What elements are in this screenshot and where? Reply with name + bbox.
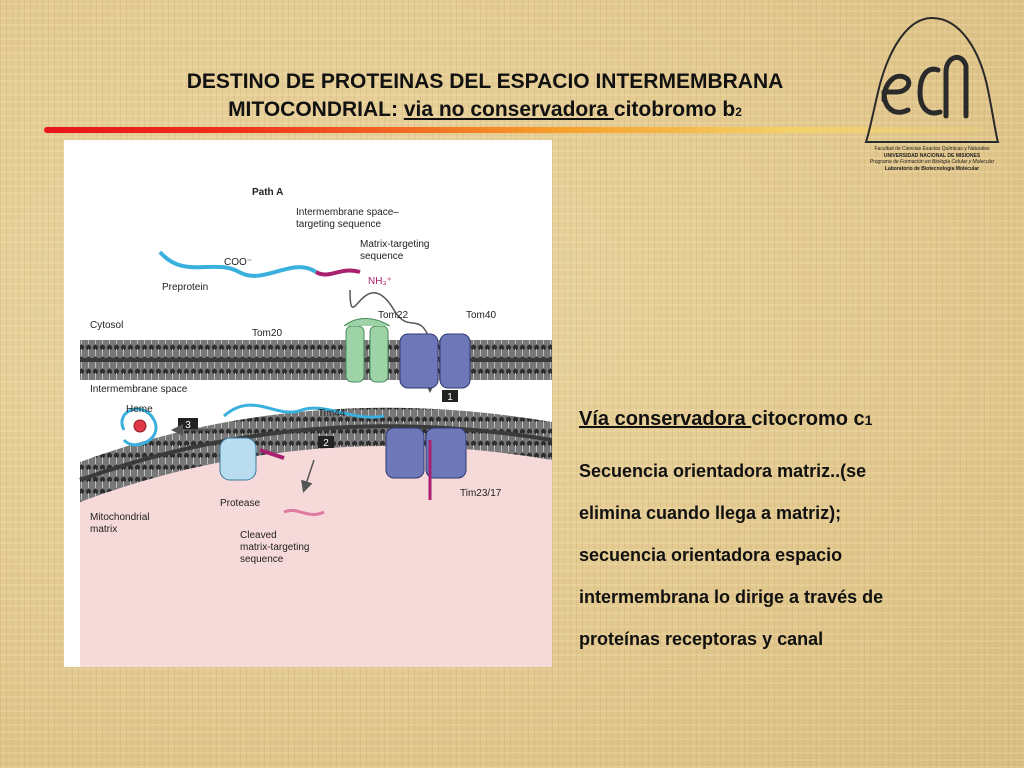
matrix-targeting-label-2: sequence [360,251,404,262]
tim44-label: Tim44 [318,408,346,419]
step-1-badge [442,390,458,402]
step-2-badge [318,436,334,448]
preprotein-matrix-signal [315,268,361,277]
logo-line-university: UNIVERSIDAD NACIONAL DE MISIONES [883,152,981,159]
matrix-label-2: matrix [90,524,117,535]
protein-import-figure: 1 2 3 Path A Intermembrane space– target… [64,140,552,667]
step-1: 1 [447,392,453,403]
logo-line-lab: Laboratorio de Biotecnología Molecular [884,165,980,172]
tom-channel [399,333,471,389]
title-subscript: 2 [735,105,742,119]
title-line-2: MITOCONDRIAL: via no conservadora citobr… [60,96,910,126]
logo-caption: Facultad de Ciencias Exactas Químicas y … [866,146,998,172]
logo-line-faculty: Facultad de Ciencias Exactas Químicas y … [874,146,990,152]
path-a-label: Path A [252,187,283,198]
coo-label: COO⁻ [224,257,252,268]
tom40-label: Tom40 [466,310,496,321]
cleaved-sequence [283,509,325,517]
ecn-logo [864,16,1000,143]
matrix-targeting-label-1: Matrix-targeting [360,239,429,250]
import-path-arrow [349,289,436,393]
logo-line-program: Programa de Formación en Biología Celula… [869,159,995,165]
ims-targeting-label-1: Intermembrane space– [296,207,399,218]
side-line-1: Secuencia orientadora matriz..(se [579,461,867,481]
tim2317-label: Tim23/17 [460,488,502,499]
side-heading-underlined: Vía conservadora [579,408,752,430]
step-3-badge [178,418,198,430]
side-body: Secuencia orientadora matriz..(se elimin… [579,450,999,660]
ims-chain [223,403,385,419]
side-line-2: elimina cuando llega a matriz); [579,503,842,523]
ims-targeting-label-2: targeting sequence [296,219,382,230]
protease-label: Protease [220,498,260,509]
title-line-2-prefix: MITOCONDRIAL: [228,98,404,121]
ims-label: Intermembrane space [90,384,188,395]
cleaved-label-3: sequence [240,554,284,565]
folded-protein [120,407,158,447]
matrix-label-1: Mitochondrial [90,512,149,523]
side-line-4: intermembrana lo dirige a través de [579,587,884,607]
cytosol-label: Cytosol [90,320,123,331]
side-heading-rest: citocromo c [751,408,865,430]
logo-mark [881,55,969,119]
title-line-2-rest: citobromo b [613,98,736,121]
tom22-label: Tom22 [378,310,408,321]
heme-label: Heme [126,404,153,415]
tom20-receptor [343,318,391,383]
preprotein-label: Preprotein [162,282,208,293]
title-underlined-phrase: via no conservadora [403,98,614,121]
side-line-3: secuencia orientadora espacio [579,545,843,565]
protease [219,437,257,481]
preprotein-chain [158,250,318,278]
title-line-1: DESTINO DE PROTEINAS DEL ESPACIO INTERME… [186,70,784,93]
cleaved-label-1: Cleaved [240,530,277,541]
cleaved-label-2: matrix-targeting [240,542,309,553]
tom20-label: Tom20 [252,328,282,339]
tim-channel [385,427,467,479]
step-3: 3 [185,420,191,431]
side-heading: Vía conservadora citocromo c1 [579,406,999,433]
heme [133,419,147,433]
step-2: 2 [323,438,329,449]
title-gradient-rule [44,127,984,133]
side-heading-subscript: 1 [864,412,873,428]
side-text: Vía conservadora citocromo c1 Secuencia … [579,406,999,660]
nh3-label: NH₃⁺ [368,276,392,287]
matrix-area [80,416,552,667]
side-line-5: proteínas receptoras y canal [579,629,824,649]
slide-title: DESTINO DE PROTEINAS DEL ESPACIO INTERME… [60,68,910,126]
